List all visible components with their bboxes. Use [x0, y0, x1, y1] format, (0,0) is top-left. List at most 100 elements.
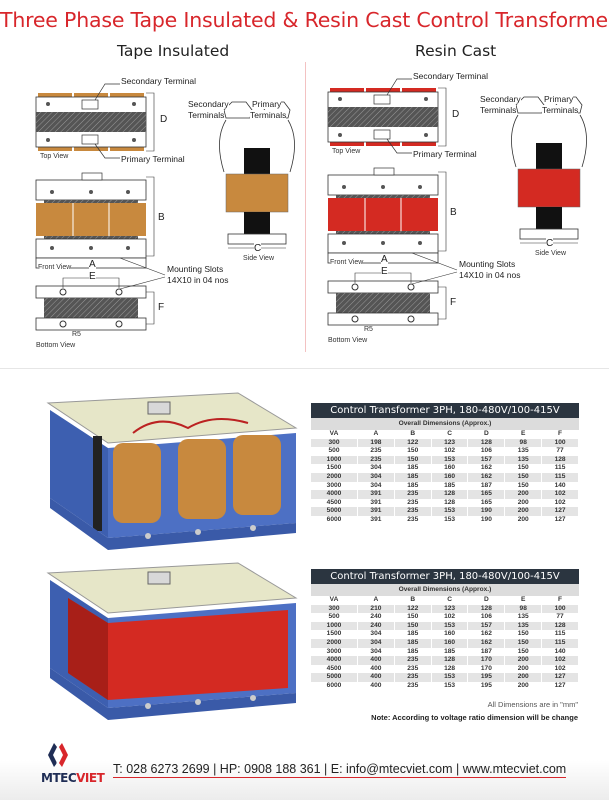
column-header: B: [394, 430, 432, 439]
table-cell: 235: [394, 664, 432, 674]
label-A: A: [381, 254, 388, 265]
table-cell: 127: [541, 507, 579, 516]
label-mounting-1: Mounting Slots: [167, 264, 224, 274]
table-cell: 235: [394, 490, 432, 499]
table-cell: 2000: [311, 638, 358, 648]
label-secondary-terminals-1: Secondary: [188, 99, 229, 109]
bottom-view: [327, 271, 458, 326]
column-header: A: [357, 430, 395, 439]
table-cell: 240: [357, 613, 395, 622]
table-cell: 200: [504, 673, 543, 682]
table-cell: 115: [541, 464, 579, 473]
table-cell: 150: [504, 630, 543, 639]
table-subtitle: Overall Dimensions (Approx.): [311, 418, 579, 430]
label-D: D: [452, 109, 460, 120]
label-front-view: Front View: [330, 259, 364, 266]
terminal-block: [147, 401, 171, 415]
dimension-table-resin: Control Transformer 3PH, 180-480V/100-41…: [311, 569, 579, 691]
table-cell: 185: [394, 647, 432, 657]
column-header: D: [467, 596, 506, 605]
tape-coil: [178, 439, 226, 519]
label-secondary-terminals-1: Secondary: [480, 94, 521, 104]
label-F: F: [158, 302, 165, 313]
label-B: B: [450, 207, 457, 218]
table-cell: 400: [357, 681, 395, 691]
table-cell: 140: [541, 481, 579, 491]
table-cell: 123: [431, 438, 469, 448]
table-cell: 102: [541, 664, 579, 674]
table-cell: 500: [311, 447, 358, 456]
label-mounting-2: 14X10 in 04 nos: [459, 270, 521, 280]
table-cell: 6000: [311, 681, 358, 691]
page-title: Three Phase Tape Insulated & Resin Cast …: [0, 8, 609, 32]
table-cell: 240: [357, 621, 395, 631]
table-cell: 150: [394, 447, 432, 456]
table-cell: 195: [467, 681, 506, 691]
label-bottom-view: Bottom View: [328, 337, 368, 344]
table-cell: 190: [467, 507, 506, 516]
table-cell: 304: [357, 472, 395, 482]
table-cell: 115: [541, 472, 579, 482]
table-cell: 235: [357, 447, 395, 456]
label-C: C: [254, 243, 262, 254]
table-cell: 195: [467, 673, 506, 682]
table-cell: 210: [357, 604, 395, 614]
contact-info[interactable]: T: 028 6273 2699 | HP: 0908 188 361 | E:…: [113, 762, 567, 778]
table-cell: 115: [541, 630, 579, 639]
label-E: E: [381, 266, 388, 277]
table-cell: 153: [431, 621, 469, 631]
table-cell: 153: [431, 681, 469, 691]
table-cell: 123: [431, 604, 469, 614]
table-cell: 127: [541, 681, 579, 691]
table-cell: 128: [467, 438, 506, 448]
column-header: VA: [311, 430, 358, 439]
table-cell: 4500: [311, 498, 358, 508]
section-title-tape: Tape Insulated: [117, 42, 230, 60]
table-cell: 135: [504, 447, 543, 456]
brand-logo-text: MTECVIET: [41, 771, 105, 785]
table-cell: 235: [394, 673, 432, 682]
tape-drawing: [35, 83, 295, 331]
table-cell: 98: [504, 438, 543, 448]
label-primary-terminals-1: Primary: [544, 94, 574, 104]
logo-icon: [48, 743, 68, 767]
voltage-note: Note: According to voltage ratio dimensi…: [371, 713, 578, 722]
table-cell: 122: [394, 438, 432, 448]
table-cell: 200: [504, 656, 543, 665]
column-header: VA: [311, 596, 358, 605]
table-cell: 128: [467, 604, 506, 614]
tape-transformer-photo: [46, 392, 298, 550]
table-cell: 127: [541, 673, 579, 682]
table-cell: 128: [431, 664, 469, 674]
table-cell: 235: [394, 507, 432, 516]
table-cell: 128: [541, 621, 579, 631]
table-cell: 150: [504, 481, 543, 491]
column-header: B: [394, 596, 432, 605]
label-secondary-terminals-2: Terminals: [188, 110, 225, 120]
table-cell: 200: [504, 664, 543, 674]
front-view: [35, 172, 166, 276]
column-header: F: [541, 596, 579, 605]
table-cell: 165: [467, 498, 506, 508]
resin-transformer-photo: [46, 562, 298, 720]
tape-coil: [233, 435, 281, 515]
table-cell: 106: [467, 613, 506, 622]
table-cell: 391: [357, 515, 395, 525]
table-cell: 185: [394, 630, 432, 639]
column-header: D: [467, 430, 506, 439]
label-mounting-2: 14X10 in 04 nos: [167, 275, 229, 285]
table-cell: 160: [431, 638, 469, 648]
table-cell: 140: [541, 647, 579, 657]
tape-coil: [113, 443, 161, 523]
side-view: [219, 101, 295, 249]
bottom-view: [35, 276, 166, 331]
table-cell: 391: [357, 498, 395, 508]
